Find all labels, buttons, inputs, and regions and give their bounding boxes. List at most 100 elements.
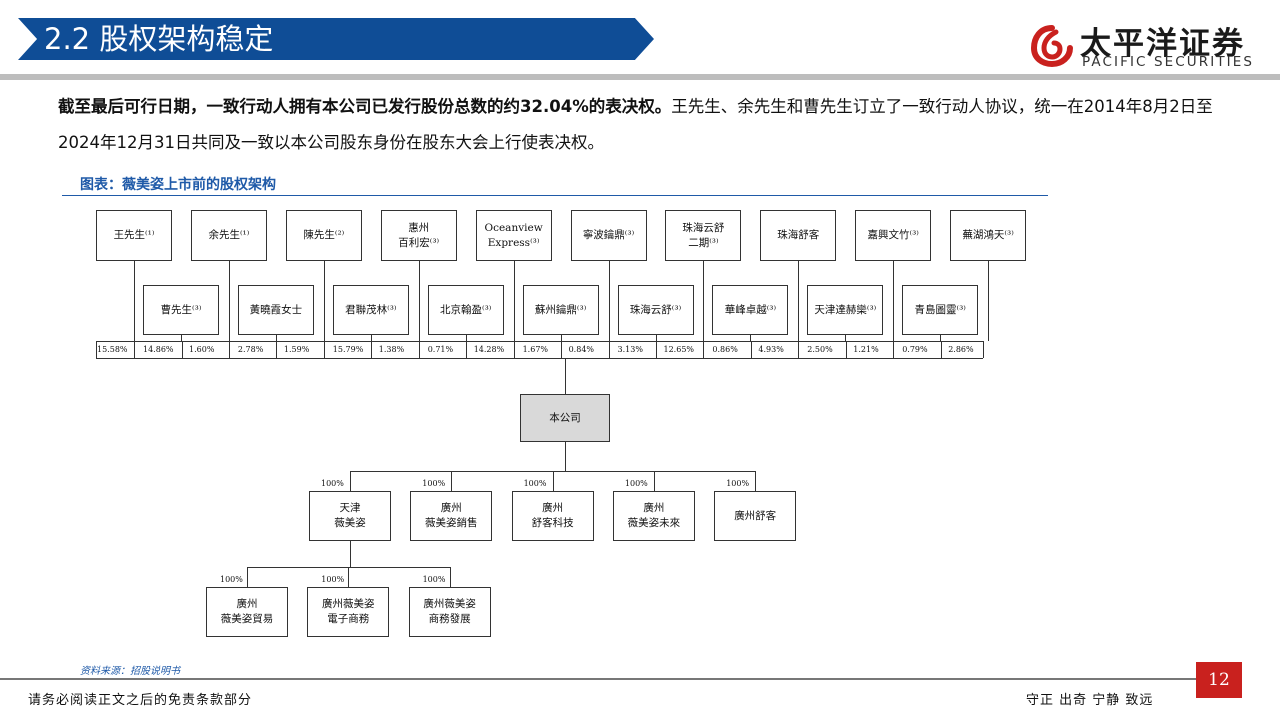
shareholding-percentage: 1.67% <box>522 345 549 354</box>
subsidiary-box: 廣州 薇美姿貿易 <box>206 587 288 637</box>
subsidiary-percentage: 100% <box>422 575 446 584</box>
connector-line <box>755 471 756 491</box>
subsidiary-percentage: 100% <box>726 479 750 488</box>
connector-line <box>656 341 657 358</box>
shareholder-box: 曹先生⁽³⁾ <box>143 285 219 335</box>
company-box: 本公司 <box>520 394 610 442</box>
shareholder-box: 嘉興文竹⁽³⁾ <box>855 210 932 261</box>
subsidiary-box: 廣州舒客 <box>714 491 797 541</box>
shareholder-box: 君聯茂林⁽³⁾ <box>332 285 409 335</box>
title-banner <box>18 18 654 60</box>
logo-chinese-name: 太平洋证券 <box>1080 26 1245 62</box>
subsidiary-box: 廣州薇美姿 電子商務 <box>307 587 390 637</box>
shareholding-percentage: 3.13% <box>617 345 643 354</box>
shareholder-box: 寧波鑰鼎⁽³⁾ <box>570 210 647 261</box>
connector-line <box>323 341 325 358</box>
shareholding-percentage: 15.79% <box>332 345 364 354</box>
shareholding-percentage: 14.86% <box>143 345 174 354</box>
intro-paragraph: 截至最后可行日期，一致行动人拥有本公司已发行股份总数的约32.04%的表决权。王… <box>58 89 1238 161</box>
connector-line <box>703 261 704 341</box>
intro-bold-text: 截至最后可行日期，一致行动人拥有本公司已发行股份总数的约32.04%的表决权。 <box>58 97 672 116</box>
shareholding-percentage: 1.60% <box>189 345 215 354</box>
connector-line <box>988 261 989 341</box>
connector-line <box>466 335 467 341</box>
company-logo: 太平洋证券 PACIFIC SECURITIES <box>1028 12 1278 72</box>
connector-line <box>893 261 894 341</box>
shareholder-box: 蘇州鑰鼎⁽³⁾ <box>522 285 599 335</box>
shareholder-box: 天津達赫欒⁽³⁾ <box>807 285 884 335</box>
subsidiary-percentage: 100% <box>523 479 547 488</box>
connector-line <box>350 471 351 491</box>
shareholder-box: 北京翰盈⁽³⁾ <box>427 285 504 335</box>
connector-line <box>565 358 566 394</box>
shareholding-percentage: 12.65% <box>663 345 695 354</box>
shareholding-percentage: 1.21% <box>853 345 879 354</box>
figure-title-rule <box>62 195 1048 196</box>
connector-line <box>450 567 451 587</box>
connector-line <box>419 261 420 341</box>
source-note: 资料来源：招股说明书 <box>80 666 180 677</box>
page-number: 12 <box>1196 662 1242 698</box>
connector-line <box>703 341 705 358</box>
shareholder-box: 王先生⁽¹⁾ <box>96 210 172 261</box>
footer-motto: 守正 出奇 宁静 致远 <box>1026 693 1154 708</box>
footer-divider <box>0 678 1200 680</box>
shareholding-percentage: 2.86% <box>948 345 974 354</box>
subsidiary-percentage: 100% <box>321 479 344 488</box>
connector-line <box>654 471 655 491</box>
shareholding-percentage: 1.59% <box>283 345 310 354</box>
shareholder-box: 珠海云舒⁽³⁾ <box>617 285 694 335</box>
subsidiary-percentage: 100% <box>220 575 243 584</box>
connector-line <box>565 442 566 471</box>
connector-line <box>181 341 183 358</box>
shareholding-percentage: 0.71% <box>427 345 454 354</box>
shareholder-box: 青島圖靈⁽³⁾ <box>902 285 979 335</box>
connector-line <box>656 335 657 341</box>
shareholding-percentage: 15.58% <box>97 345 128 354</box>
footer-disclaimer: 请务必阅读正文之后的免责条款部分 <box>28 693 253 708</box>
connector-line <box>893 341 895 358</box>
shareholder-box: 蕪湖鴻天⁽³⁾ <box>950 210 1027 261</box>
connector-line <box>983 341 984 358</box>
shareholder-box: 陳先生⁽²⁾ <box>285 210 362 261</box>
connector-line <box>845 335 846 341</box>
logo-english-name: PACIFIC SECURITIES <box>1082 54 1255 70</box>
shareholding-percentage: 4.93% <box>758 345 784 354</box>
shareholding-percentage: 0.79% <box>902 345 928 354</box>
connector-line <box>466 341 468 358</box>
shareholding-percentage: 0.84% <box>568 345 595 354</box>
subsidiary-percentage: 100% <box>624 479 648 488</box>
figure-title: 图表：薇美姿上市前的股权架构 <box>80 177 276 193</box>
connector-line <box>134 341 135 358</box>
subsidiary-box: 廣州 薇美姿未來 <box>612 491 695 541</box>
connector-line <box>348 567 349 587</box>
connector-line <box>324 261 325 341</box>
connector-line <box>553 471 554 491</box>
connector-line <box>96 358 983 359</box>
connector-line <box>750 341 752 358</box>
connector-line <box>750 335 751 341</box>
shareholding-percentage: 2.50% <box>807 345 833 354</box>
shareholding-percentage: 1.38% <box>378 345 405 354</box>
connector-line <box>228 341 230 358</box>
connector-line <box>350 471 755 472</box>
connector-line <box>247 567 248 587</box>
shareholding-percentage: 0.86% <box>712 345 738 354</box>
connector-line <box>96 341 97 358</box>
connector-line <box>276 335 277 341</box>
subsidiary-box: 廣州 薇美姿銷售 <box>410 491 493 541</box>
connector-line <box>561 335 562 341</box>
connector-line <box>845 341 847 358</box>
subsidiary-box: 廣州薇美姿 商務發展 <box>408 587 491 637</box>
connector-line <box>134 261 135 341</box>
connector-line <box>371 335 372 341</box>
shareholding-percentage: 2.78% <box>237 345 264 354</box>
connector-line <box>798 341 800 358</box>
connector-line <box>798 261 799 341</box>
shareholding-percentage: 14.28% <box>473 345 505 354</box>
connector-line <box>418 341 420 358</box>
connector-line <box>229 261 230 341</box>
shareholder-box: 珠海云舒 二期⁽³⁾ <box>665 210 742 261</box>
subsidiary-percentage: 100% <box>321 575 345 584</box>
header-divider <box>0 74 1280 80</box>
